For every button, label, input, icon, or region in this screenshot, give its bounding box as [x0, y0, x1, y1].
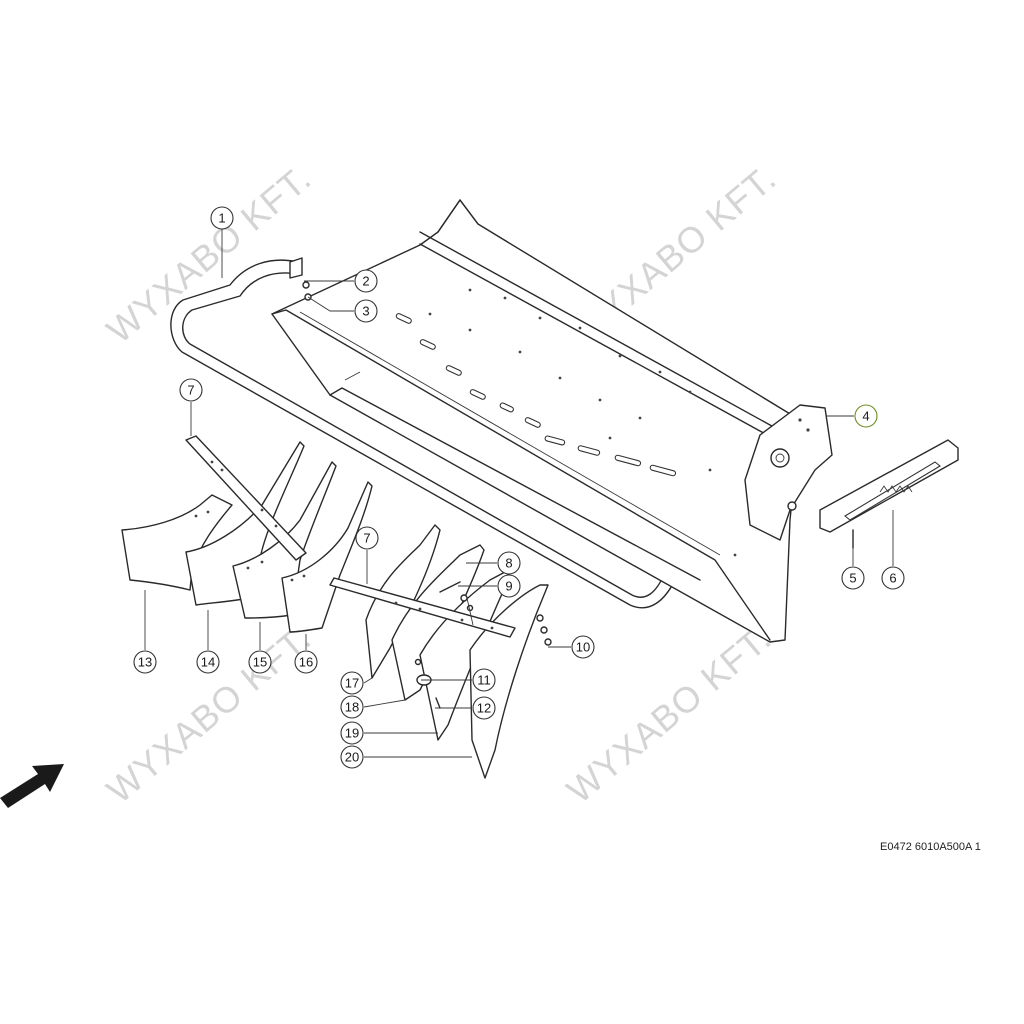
- callout-label: 15: [253, 655, 267, 670]
- side-plate: [744, 404, 833, 541]
- tray-slots: [395, 313, 677, 477]
- flap-16: [281, 481, 373, 633]
- callout-1: 1: [210, 206, 234, 230]
- callout-label: 11: [477, 673, 491, 688]
- callout-label: 14: [201, 655, 215, 670]
- rivet-dots: [428, 288, 737, 557]
- callout-16: 16: [294, 650, 318, 674]
- callout-7b: 7: [355, 526, 379, 550]
- callout-2: 2: [354, 269, 378, 293]
- callout-label: 8: [505, 556, 512, 571]
- callout-3: 3: [354, 299, 378, 323]
- callout-label: 17: [345, 676, 359, 691]
- callout-9: 9: [497, 574, 521, 598]
- arrow-up-right-icon: [0, 764, 64, 808]
- leader-lines: [144, 229, 894, 758]
- callout-5: 5: [841, 566, 865, 590]
- callout-15: 15: [248, 650, 272, 674]
- callout-8: 8: [497, 551, 521, 575]
- callout-label: 1: [218, 211, 225, 226]
- callout-7a: 7: [179, 378, 203, 402]
- callout-label: 9: [505, 579, 512, 594]
- callout-label: 4: [862, 409, 869, 424]
- callout-label: 7: [363, 531, 370, 546]
- callout-label: 10: [576, 640, 590, 655]
- callout-20: 20: [340, 745, 364, 769]
- callout-label: 6: [889, 571, 896, 586]
- callout-12: 12: [472, 696, 496, 720]
- callout-label: 13: [138, 655, 152, 670]
- callout-6: 6: [881, 566, 905, 590]
- watermark-3: WYXABO KFT.: [99, 617, 319, 811]
- reference-code: E0472 6010A500A 1: [880, 841, 981, 853]
- callout-label: 19: [345, 726, 359, 741]
- callout-label: 2: [362, 274, 369, 289]
- flap-13: [121, 494, 233, 591]
- callout-label: 12: [477, 701, 491, 716]
- flap-20: [469, 584, 549, 779]
- callout-label: 5: [849, 571, 856, 586]
- top-bracket: [289, 257, 312, 301]
- flap-14: [185, 441, 305, 606]
- callout-18: 18: [340, 695, 364, 719]
- callout-11: 11: [472, 668, 496, 692]
- callout-13: 13: [133, 650, 157, 674]
- tray-flange: [271, 309, 771, 641]
- callout-label: 18: [345, 700, 359, 715]
- strip-7b: [329, 577, 516, 638]
- callout-label: 16: [299, 655, 313, 670]
- callout-label: 7: [187, 383, 194, 398]
- callout-10: 10: [571, 635, 595, 659]
- callout-17: 17: [340, 671, 364, 695]
- callout-14: 14: [196, 650, 220, 674]
- callout-19: 19: [340, 721, 364, 745]
- callout-label: 3: [362, 304, 369, 319]
- callout-label: 20: [345, 750, 359, 765]
- spreader-body: [170, 199, 801, 643]
- callout-4: 4: [854, 404, 878, 428]
- adjustment-bracket: [787, 439, 959, 549]
- strip-7a: [185, 435, 307, 561]
- top-shaft: [419, 231, 791, 437]
